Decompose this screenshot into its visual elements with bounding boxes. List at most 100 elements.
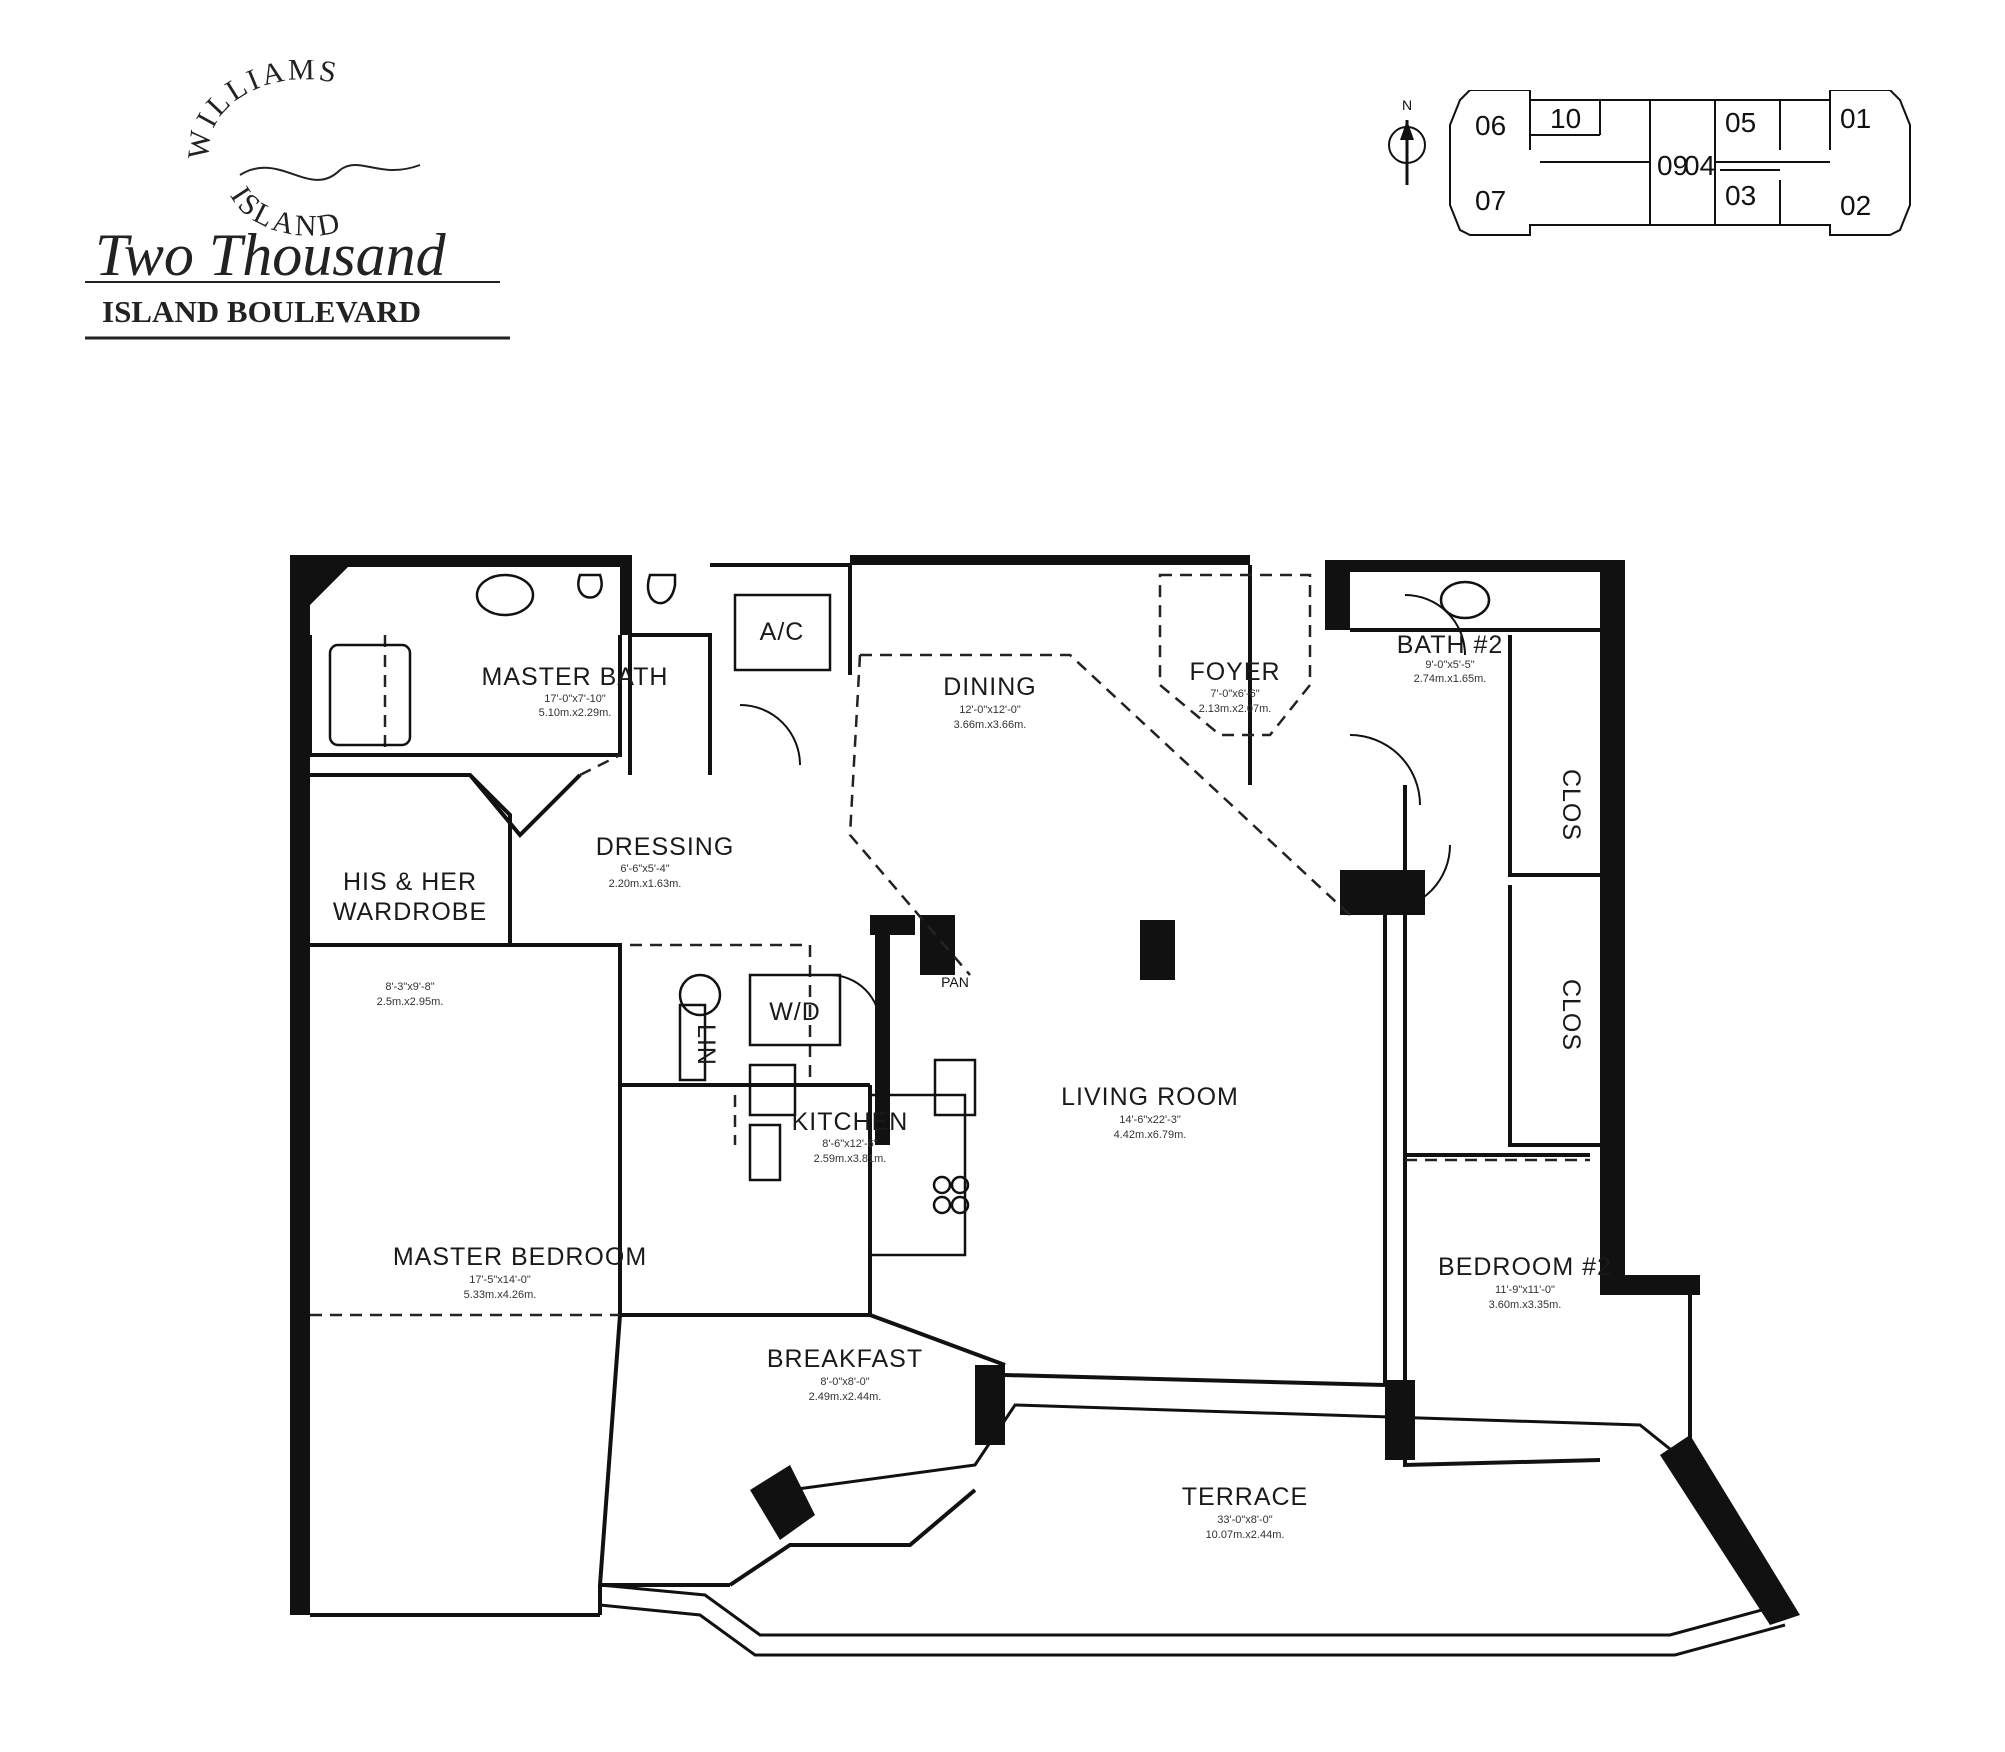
- wall-pan-2: [1140, 920, 1175, 980]
- logo-script: Two Thousand: [95, 222, 447, 288]
- water-heater-icon: [678, 973, 722, 1017]
- label-clos-1: CLOS: [1557, 769, 1585, 841]
- svg-text:N: N: [1402, 97, 1412, 113]
- wall-bed2-west: [1403, 1155, 1601, 1468]
- burner-icon-4: [950, 1195, 970, 1215]
- svg-text:11'-9"x11'-0": 11'-9"x11'-0": [1495, 1284, 1555, 1296]
- label-terrace: TERRACE: [1182, 1483, 1308, 1511]
- label-wardrobe-2: WARDROBE: [333, 898, 487, 926]
- unit-07: 07: [1475, 185, 1506, 216]
- wall-column-b2: [1385, 1380, 1415, 1460]
- label-lin: LIN: [692, 1024, 720, 1066]
- wall-nw-corner: [290, 555, 360, 605]
- svg-text:10.07m.x2.44m.: 10.07m.x2.44m.: [1206, 1529, 1285, 1541]
- wall-wardrobe: [310, 773, 512, 947]
- wall-bay-left: [750, 1465, 815, 1540]
- unit-03: 03: [1725, 180, 1756, 211]
- svg-text:5.10m.x2.29m.: 5.10m.x2.29m.: [539, 707, 612, 719]
- wall-ac-closet: [630, 633, 712, 775]
- unit-01: 01: [1840, 103, 1871, 134]
- burner-icon-2: [950, 1175, 970, 1195]
- svg-text:5.33m.x4.26m.: 5.33m.x4.26m.: [464, 1289, 537, 1301]
- wall-master-bed-east: [597, 945, 730, 1587]
- label-wd: W/D: [769, 998, 821, 1026]
- key-plan-outline: [1449, 90, 1911, 236]
- svg-text:14'-6"x22'-3": 14'-6"x22'-3": [1119, 1114, 1181, 1126]
- terrace-railing: [599, 1403, 1786, 1657]
- svg-text:3.66m.x3.66m.: 3.66m.x3.66m.: [954, 719, 1027, 731]
- label-breakfast: BREAKFAST: [767, 1345, 923, 1373]
- wall-bath-stub: [620, 555, 630, 635]
- door-swing-bath2: [1349, 734, 1421, 806]
- wall-column-mid: [1340, 870, 1425, 915]
- svg-text:8'-0"x8'-0": 8'-0"x8'-0": [820, 1376, 869, 1388]
- wall-clos2: [1508, 885, 1600, 1147]
- wall-north-bath: [290, 555, 630, 567]
- dressing-boundary: [630, 943, 812, 1085]
- svg-text:17'-5"x14'-0": 17'-5"x14'-0": [469, 1274, 531, 1286]
- door-swing-foyer: [1404, 594, 1466, 656]
- dining-boundary-top: [860, 653, 1351, 916]
- floor-plan: MASTER BATH 17'-0"x7'-10" 5.10m.x2.29m. …: [290, 555, 1800, 1657]
- wall-north-dining: [850, 555, 1250, 565]
- svg-text:17'-0"x7'-10": 17'-0"x7'-10": [544, 693, 606, 705]
- wall-pan: [920, 915, 955, 975]
- wall-column-living: [975, 1365, 1005, 1445]
- bath-sink-icon: [475, 573, 535, 617]
- unit-05: 05: [1725, 107, 1756, 138]
- bidet-icon: [646, 573, 677, 605]
- unit-02: 02: [1840, 190, 1871, 221]
- dining-boundary-left: [848, 654, 971, 976]
- svg-text:2.5m.x2.95m.: 2.5m.x2.95m.: [377, 996, 444, 1008]
- wall-dressing-bottom: [510, 943, 622, 1085]
- svg-text:8'-6"x12'-6": 8'-6"x12'-6": [822, 1138, 878, 1150]
- logo-flourish: [239, 164, 421, 181]
- wall-clos1: [1508, 635, 1600, 877]
- toilet-icon: [577, 573, 603, 599]
- wall-north-bath2: [1325, 560, 1625, 572]
- svg-text:4.42m.x6.79m.: 4.42m.x6.79m.: [1114, 1129, 1187, 1141]
- wall-east: [1600, 560, 1625, 1290]
- label-dressing: DRESSING: [596, 833, 735, 861]
- wall-east-step: [1600, 1275, 1700, 1295]
- wall-bath2-corner: [1325, 560, 1350, 630]
- unit-04: 04: [1684, 150, 1715, 181]
- wall-bath-angle: [468, 773, 582, 838]
- label-kitchen: KITCHEN: [792, 1108, 909, 1136]
- svg-text:3.60m.x3.35m.: 3.60m.x3.35m.: [1489, 1299, 1562, 1311]
- svg-text:7'-0"x6'-6": 7'-0"x6'-6": [1210, 688, 1259, 700]
- label-dining: DINING: [943, 673, 1037, 701]
- cabinet-icon: [748, 1063, 797, 1117]
- svg-text:2.13m.x2.07m.: 2.13m.x2.07m.: [1199, 703, 1272, 715]
- logo-williams: WILLIAMS: [182, 60, 342, 161]
- svg-text:2.74m.x1.65m.: 2.74m.x1.65m.: [1414, 673, 1487, 685]
- key-plan: N 06 10 09 04 05 01 07 03 02: [1388, 90, 1911, 236]
- bath2-sink-icon: [1439, 580, 1491, 620]
- kitchen-island: [868, 1093, 967, 1257]
- svg-text:6'-6"x5'-4": 6'-6"x5'-4": [620, 863, 669, 875]
- wall-breakfast-north: [620, 1145, 872, 1317]
- fridge-icon: [933, 1058, 977, 1117]
- label-living-room: LIVING ROOM: [1061, 1083, 1239, 1111]
- label-ac: A/C: [760, 618, 805, 646]
- logo-subtitle: ISLAND BOULEVARD: [102, 294, 421, 329]
- williams-island-logo: WILLIAMS ISLAND Two Thousand ISLAND BOUL…: [85, 60, 510, 340]
- wall-bath-tub-area: [308, 635, 622, 757]
- label-bedroom2: BEDROOM #2: [1438, 1253, 1612, 1281]
- svg-text:2.20m.x1.63m.: 2.20m.x1.63m.: [609, 878, 682, 890]
- label-master-bath: MASTER BATH: [482, 663, 669, 691]
- door-swing-bed2: [1384, 844, 1451, 911]
- unit-10: 10: [1550, 103, 1581, 134]
- label-clos-2: CLOS: [1557, 979, 1585, 1051]
- lin-closet: [678, 1003, 707, 1082]
- wall-west: [290, 555, 310, 1615]
- label-bath2: BATH #2: [1397, 631, 1504, 659]
- wd-box: [748, 973, 842, 1047]
- label-wardrobe-1: HIS & HER: [343, 868, 477, 896]
- svg-text:8'-3"x9'-8": 8'-3"x9'-8": [385, 981, 434, 993]
- bath-boundary: [579, 753, 621, 777]
- wall-breakfast-ne: [869, 1313, 1006, 1367]
- svg-text:2.49m.x2.44m.: 2.49m.x2.44m.: [809, 1391, 882, 1403]
- wall-kitchen-top: [870, 915, 915, 935]
- label-pan: PAN: [941, 974, 969, 990]
